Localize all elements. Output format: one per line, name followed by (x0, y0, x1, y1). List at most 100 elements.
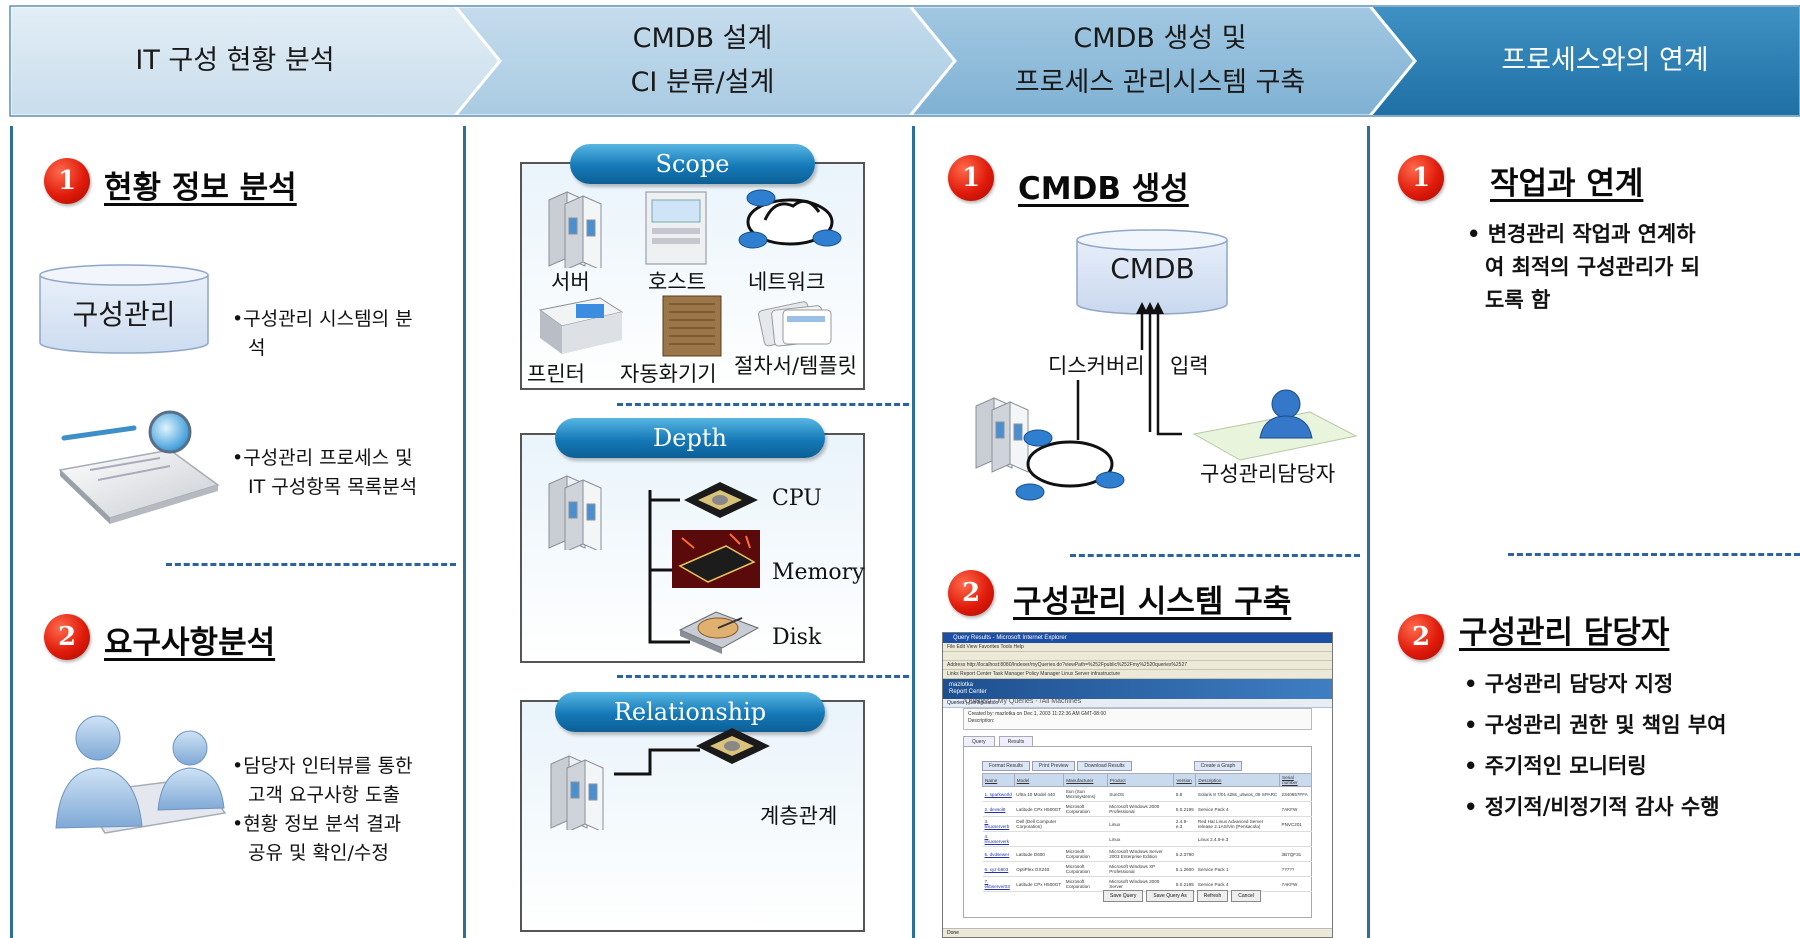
col-header: Manufacturer (1063, 773, 1108, 787)
table-cell: Microsoft Windows Server 2003 Enterprise… (1107, 846, 1174, 862)
magnifier-document-icon (58, 410, 220, 524)
dashed-separator (617, 403, 909, 406)
table-cell (1063, 831, 1108, 847)
table-cell: Service Pack 1 (1195, 861, 1280, 877)
scope-title: Scope (570, 144, 815, 184)
column-divider (912, 126, 915, 938)
scope-item: 자동화기기 (620, 362, 717, 386)
bullet-process-analysis: •구성관리 프로세스 및 IT 구성항목 목록분석 (232, 444, 417, 502)
table-cell: Microsoft Corporation (1063, 861, 1108, 877)
cylinder-icon (39, 264, 209, 354)
duty-item: • 구성관리 담당자 지정 (1464, 672, 1674, 696)
duty-item: • 정기적/비정기적 감사 수행 (1464, 795, 1720, 819)
print-preview-button: Print Preview (1031, 761, 1076, 771)
manager-label: 구성관리담당자 (1200, 462, 1336, 486)
scope-item: 네트워크 (748, 270, 826, 294)
relationship-label: 계층관계 (760, 804, 838, 828)
cpu-icon (696, 728, 770, 764)
banner-line: Report Center (949, 689, 987, 695)
step-1-label: IT 구성 현황 분석 (10, 6, 460, 116)
server-network-icon (975, 397, 1125, 501)
section-number-badge: 2 (1398, 614, 1444, 660)
table-cell: PNVC201 (1279, 816, 1312, 832)
disk-icon (678, 611, 760, 654)
server-icon (550, 755, 604, 830)
address-bar: Address http://localhost:8080/Indexer/my… (943, 661, 1332, 670)
col-header: Product (1106, 773, 1175, 787)
dashed-separator (1070, 554, 1360, 557)
config-system-screenshot: Query Results - Microsoft Internet Explo… (942, 632, 1333, 938)
desc-line: • 변경관리 작업과 연계하 (1467, 222, 1696, 246)
table-cell (1063, 816, 1108, 832)
save-query-as-button: Save Query As (1146, 890, 1194, 902)
cpu-icon (684, 482, 758, 518)
scope-item: 호스트 (648, 270, 706, 294)
table-cell: Service Pack 4 (1195, 801, 1280, 817)
desc-line: 여 최적의 구성관리가 되 (1485, 255, 1701, 279)
table-cell: Microsoft Corporation (1063, 876, 1108, 892)
template-cards-icon (758, 301, 832, 347)
query-info: Created by: mazlotka on Dec 1, 2003 11:2… (963, 708, 1312, 730)
query-results-content: /Queries/ - My Queries - /All Machines C… (943, 690, 1332, 928)
section-title: 구성관리 시스템 구축 (1013, 584, 1292, 620)
scope-item: 프린터 (527, 362, 585, 386)
table-cell: Microsoft Windows 2000 Professional (1107, 801, 1174, 817)
depth-item: CPU (772, 486, 822, 511)
table-cell: 3. linuxserverb (982, 816, 1015, 832)
section-title: CMDB 생성 (1018, 171, 1189, 207)
section-number-badge: 1 (948, 155, 994, 201)
chevron-arrows (8, 4, 1800, 118)
description: Description: (968, 718, 995, 724)
column-divider (1367, 126, 1370, 938)
step-3-label: CMDB 생성 및 프로세스 관리시스템 구축 (950, 6, 1370, 116)
process-header: IT 구성 현황 분석 CMDB 설계 CI 분류/설계 CMDB 생성 및 프… (0, 0, 1800, 122)
depth-title: Depth (555, 418, 825, 458)
table-cell: 6. xyz-b803 (982, 861, 1015, 877)
col-header: Model (1013, 773, 1065, 787)
col-header: Serial number (1279, 773, 1312, 787)
created-by: Created by: mazlotka on Dec 1, 2003 11:2… (968, 711, 1107, 717)
table-cell: Linux 2.4.9-e.3 (1195, 831, 1280, 847)
duty-item: • 주기적인 모니터링 (1464, 754, 1647, 778)
links-bar: Links Report Center Task Manager Policy … (943, 670, 1332, 679)
discovery-label: 디스커버리 (1048, 350, 1145, 380)
cmdb-cylinder: CMDB (1075, 228, 1230, 316)
step-2-line-1: CMDB 설계 (632, 23, 773, 54)
create-graph-button: Create a Graph (1193, 761, 1243, 771)
table-cell: 2.4.9-e.3 (1173, 816, 1196, 832)
table-cell: ????? (1279, 861, 1312, 877)
table-cell: 2. devsol8 (982, 801, 1015, 817)
table-cell: 5.2.3790 (1173, 846, 1196, 862)
step-3-line-1: CMDB 생성 및 (1073, 23, 1247, 54)
table-cell: Microsoft Corporation (1063, 846, 1108, 862)
bullet-line: 석 (248, 337, 266, 359)
bullet-analysis-system: •구성관리 시스템의 분 석 (232, 305, 413, 363)
column-divider (10, 126, 13, 938)
dashed-separator (1508, 553, 1800, 556)
table-cell: 2340657FFA (1279, 786, 1312, 802)
memory-chip-icon (672, 530, 760, 588)
table-cell: Linux (1107, 816, 1174, 832)
download-results-button: Download Results (1077, 761, 1132, 771)
step-1-line-1: IT 구성 현황 분석 (135, 45, 335, 76)
result-buttons: Format Results Print Preview Download Re… (982, 761, 1307, 771)
scope-item: 절차서/템플릿 (734, 354, 857, 378)
cancel-button: Cancel (1231, 890, 1261, 902)
hierarchy-line (614, 748, 700, 776)
scope-item: 서버 (551, 270, 590, 294)
section-number-badge: 1 (1398, 155, 1444, 201)
table-cell: 5.1.2600 (1173, 861, 1196, 877)
table-cell: 5.8 (1173, 786, 1196, 802)
manager-duties-list: • 구성관리 담당자 지정 • 구성관리 권한 및 책임 부여 • 주기적인 모… (1464, 664, 1727, 828)
table-cell: Linux (1107, 831, 1174, 847)
depth-item: Memory (772, 560, 865, 585)
nav-bar: Queries | Configuration (943, 699, 1332, 708)
table-cell: Latitude CPx H500GT (1014, 876, 1064, 892)
dashed-separator (617, 675, 909, 678)
table-cell: 3B7QF31 (1279, 846, 1312, 862)
table-cell (1014, 831, 1064, 847)
config-manager-person-icon (1192, 389, 1358, 461)
banner-line: mazlotka (949, 682, 974, 688)
